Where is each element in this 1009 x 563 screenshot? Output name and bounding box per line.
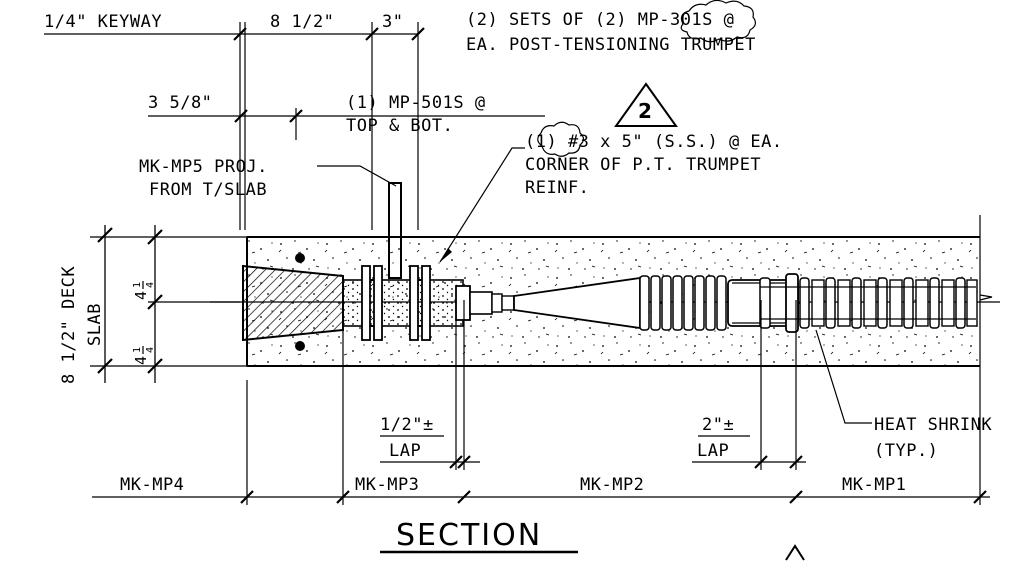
segment-mkmp3: MK-MP3 [355,475,419,495]
two-lap-bottom: LAP [697,441,729,461]
revision-cloud-mp301s [680,0,756,43]
revision-triangle: 2 [614,82,678,127]
reinf-note-line3: REINF. [525,178,589,198]
dim-3-5-8-label: 3 5/8" [148,93,212,113]
trumpet-corrugations [639,275,727,331]
segment-mkmp2: MK-MP2 [580,475,644,495]
dim-upper-4-quarter: 4 1 4 [132,281,156,300]
wedge-anchor [242,264,344,342]
keyway-label: 1/4" KEYWAY [44,12,162,32]
revision-number: 2 [638,99,652,123]
svg-text:4: 4 [132,291,150,300]
segment-mkmp4: MK-MP4 [120,475,184,495]
sets-note-line2: EA. POST-TENSIONING TRUMPET [466,35,756,55]
reinf-note-line2: CORNER OF P.T. TRUMPET [525,155,761,175]
svg-text:4: 4 [145,347,156,353]
duct-corrugations [759,273,978,333]
reinf-note-line1: (1) #3 x 5" (S.S.) @ EA. [525,132,783,152]
bearing-plates [361,265,431,341]
dim-3-label: 3" [382,12,403,32]
mp501-note-line2: TOP & BOT. [346,116,453,136]
svg-text:1: 1 [132,282,143,288]
svg-text:4: 4 [145,282,156,288]
grout-block [342,279,464,327]
heat-shrink-line2: (TYP.) [874,441,938,461]
slab-label-line2: SLAB [85,303,105,346]
dim-8-half-label: 8 1/2" [270,12,334,32]
svg-text:1: 1 [132,347,143,353]
dim-lower-4-quarter: 4 1 4 [132,346,156,365]
slab-label-line1: 8 1/2" DECK [59,266,79,384]
half-lap-bottom: LAP [389,441,421,461]
rebar-top [295,253,305,263]
svg-text:4: 4 [132,356,150,365]
caret-mark [785,544,805,561]
mkmp5-note-line2: FROM T/SLAB [149,180,267,200]
section-title: SECTION [396,518,542,553]
sets-note-line1: (2) SETS OF (2) MP-301S @ [466,10,734,30]
mp501-note-line1: (1) MP-501S @ [346,93,486,113]
segment-mkmp1: MK-MP1 [842,475,906,495]
mkmp5-note-line1: MK-MP5 PROJ. [139,157,268,177]
half-lap-top: 1/2"± [380,415,434,435]
revision-cloud-bar3 [537,121,585,157]
two-lap-top: 2"± [702,415,734,435]
heat-shrink-line1: HEAT SHRINK [874,415,992,435]
rebar-bottom [295,341,305,351]
